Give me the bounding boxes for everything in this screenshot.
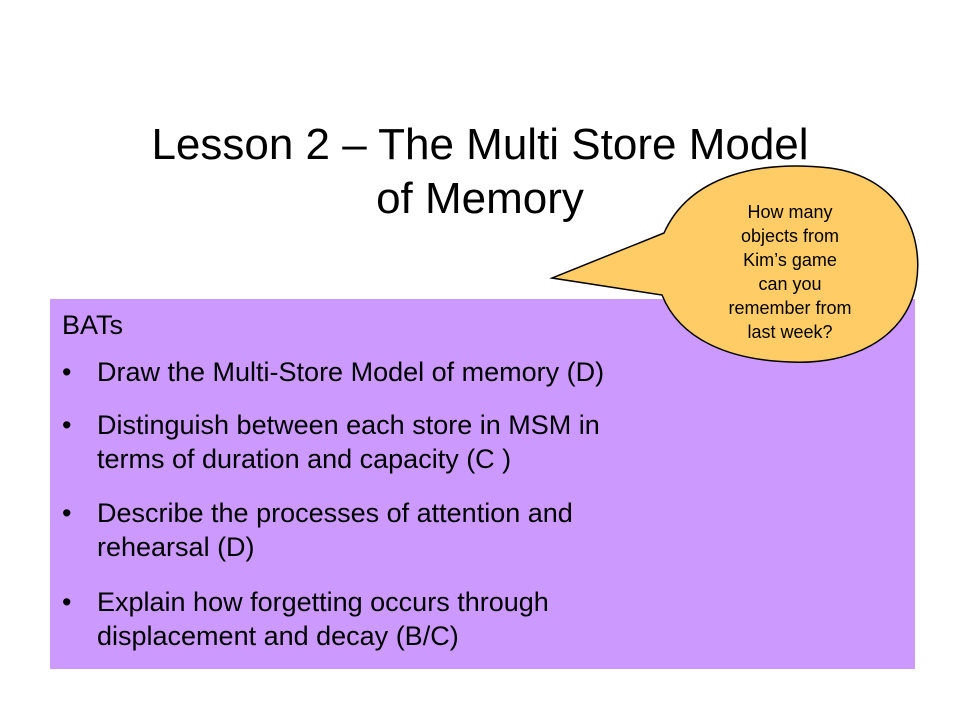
bullet-marker: • — [62, 498, 72, 528]
objective-3-line-1: Describe the processes of attention and — [97, 498, 573, 528]
title-line-1: Lesson 2 – The Multi Store Model — [151, 120, 809, 169]
objective-2-line-2: terms of duration and capacity (C ) — [97, 444, 512, 474]
objective-4-line-1: Explain how forgetting occurs through — [97, 587, 549, 617]
callout-line-4: can you — [758, 274, 822, 294]
callout-line-6: last week? — [747, 322, 833, 342]
bullet-marker: • — [62, 357, 72, 387]
objective-4-line-2: displacement and decay (B/C) — [97, 621, 459, 651]
callout-line-3: Kim’s game — [743, 250, 837, 270]
callout-line-5: remember from — [728, 298, 852, 318]
callout-text: How many objects from Kim’s game can you… — [690, 200, 890, 344]
objective-3-line-2: rehearsal (D) — [97, 532, 255, 562]
objective-1-line-1: Draw the Multi-Store Model of memory (D) — [97, 357, 605, 387]
callout-line-1: How many — [747, 202, 833, 222]
bullet-marker: • — [62, 587, 72, 617]
bullet-marker: • — [62, 410, 72, 440]
callout-line-2: objects from — [740, 226, 840, 246]
objectives-heading: BATs — [62, 310, 124, 340]
objective-2-line-1: Distinguish between each store in MSM in — [97, 410, 600, 440]
